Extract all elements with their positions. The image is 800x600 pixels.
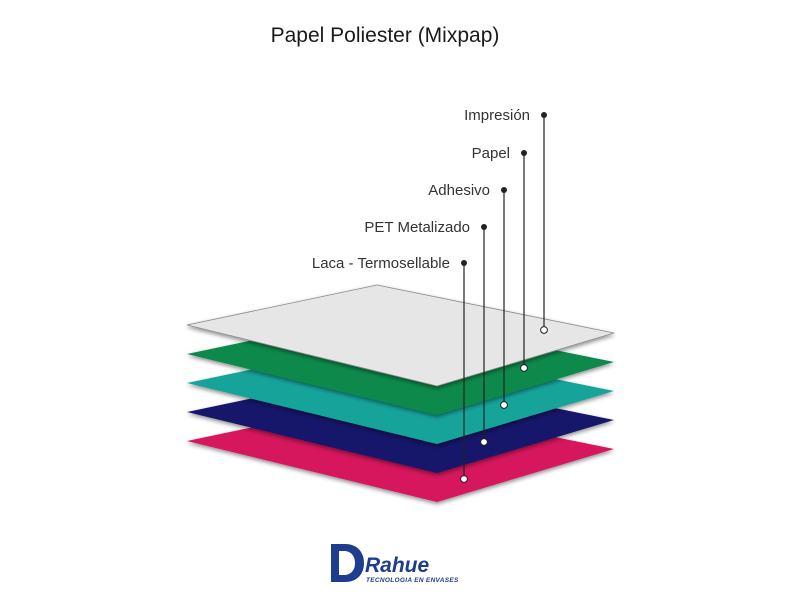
layer-label-1: Impresión — [464, 107, 530, 124]
leader-dot-end-3 — [500, 401, 508, 409]
layer-sheet-1 — [186, 284, 615, 387]
rahue-logo: Rahue TECNOLOGIA EN ENVASES — [331, 544, 459, 584]
layer-label-3: Adhesivo — [428, 182, 490, 199]
leader-dot-top-5 — [461, 260, 467, 266]
leader-dot-end-1 — [540, 326, 548, 334]
rahue-logo-mark-icon — [331, 544, 364, 582]
layer-label-2: Papel — [472, 145, 510, 162]
logo-tagline: TECNOLOGIA EN ENVASES — [366, 577, 459, 584]
layer-leader-lines — [460, 112, 548, 483]
leader-dot-top-4 — [481, 224, 487, 230]
layer-sheets — [186, 284, 615, 502]
leader-dot-top-1 — [541, 112, 547, 118]
leader-dot-end-4 — [480, 438, 488, 446]
leader-dot-top-3 — [501, 187, 507, 193]
leader-dot-end-5 — [460, 475, 468, 483]
leader-dot-top-2 — [521, 150, 527, 156]
layer-label-5: Laca - Termosellable — [312, 255, 450, 272]
diagram-title: Papel Poliester (Mixpap) — [271, 24, 500, 47]
leader-dot-end-2 — [520, 364, 528, 372]
logo-name: Rahue — [365, 554, 430, 577]
layer-label-4: PET Metalizado — [364, 219, 470, 236]
